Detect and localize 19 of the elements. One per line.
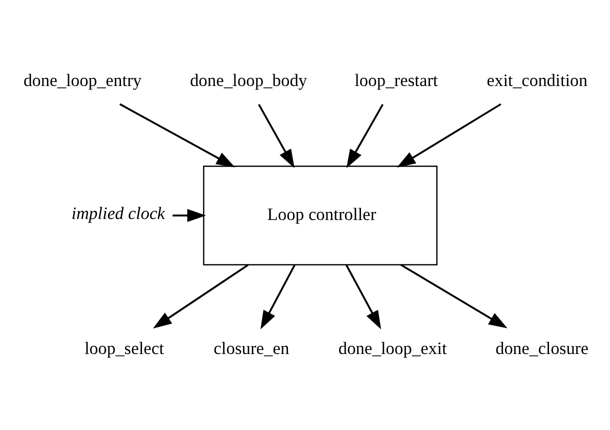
node-text: done_loop_exit [338,338,447,358]
node-text: exit_condition [486,70,588,90]
arrow [119,102,236,167]
arrow [400,264,508,328]
arrow [258,103,295,168]
node-text: loop_select [84,338,164,358]
node-text: done_closure [495,338,588,358]
arrow [172,208,206,222]
arrow [152,264,249,328]
arrow [346,103,384,168]
node-text: loop_restart [354,70,438,90]
node-text: closure_en [214,338,290,358]
arrow [346,264,382,329]
node-text: done_loop_entry [23,70,142,90]
node-box: Loop controller [203,165,438,265]
node-text: implied clock [71,202,165,222]
node-text: done_loop_body [190,70,308,90]
arrow [396,102,502,168]
arrow [260,264,296,329]
